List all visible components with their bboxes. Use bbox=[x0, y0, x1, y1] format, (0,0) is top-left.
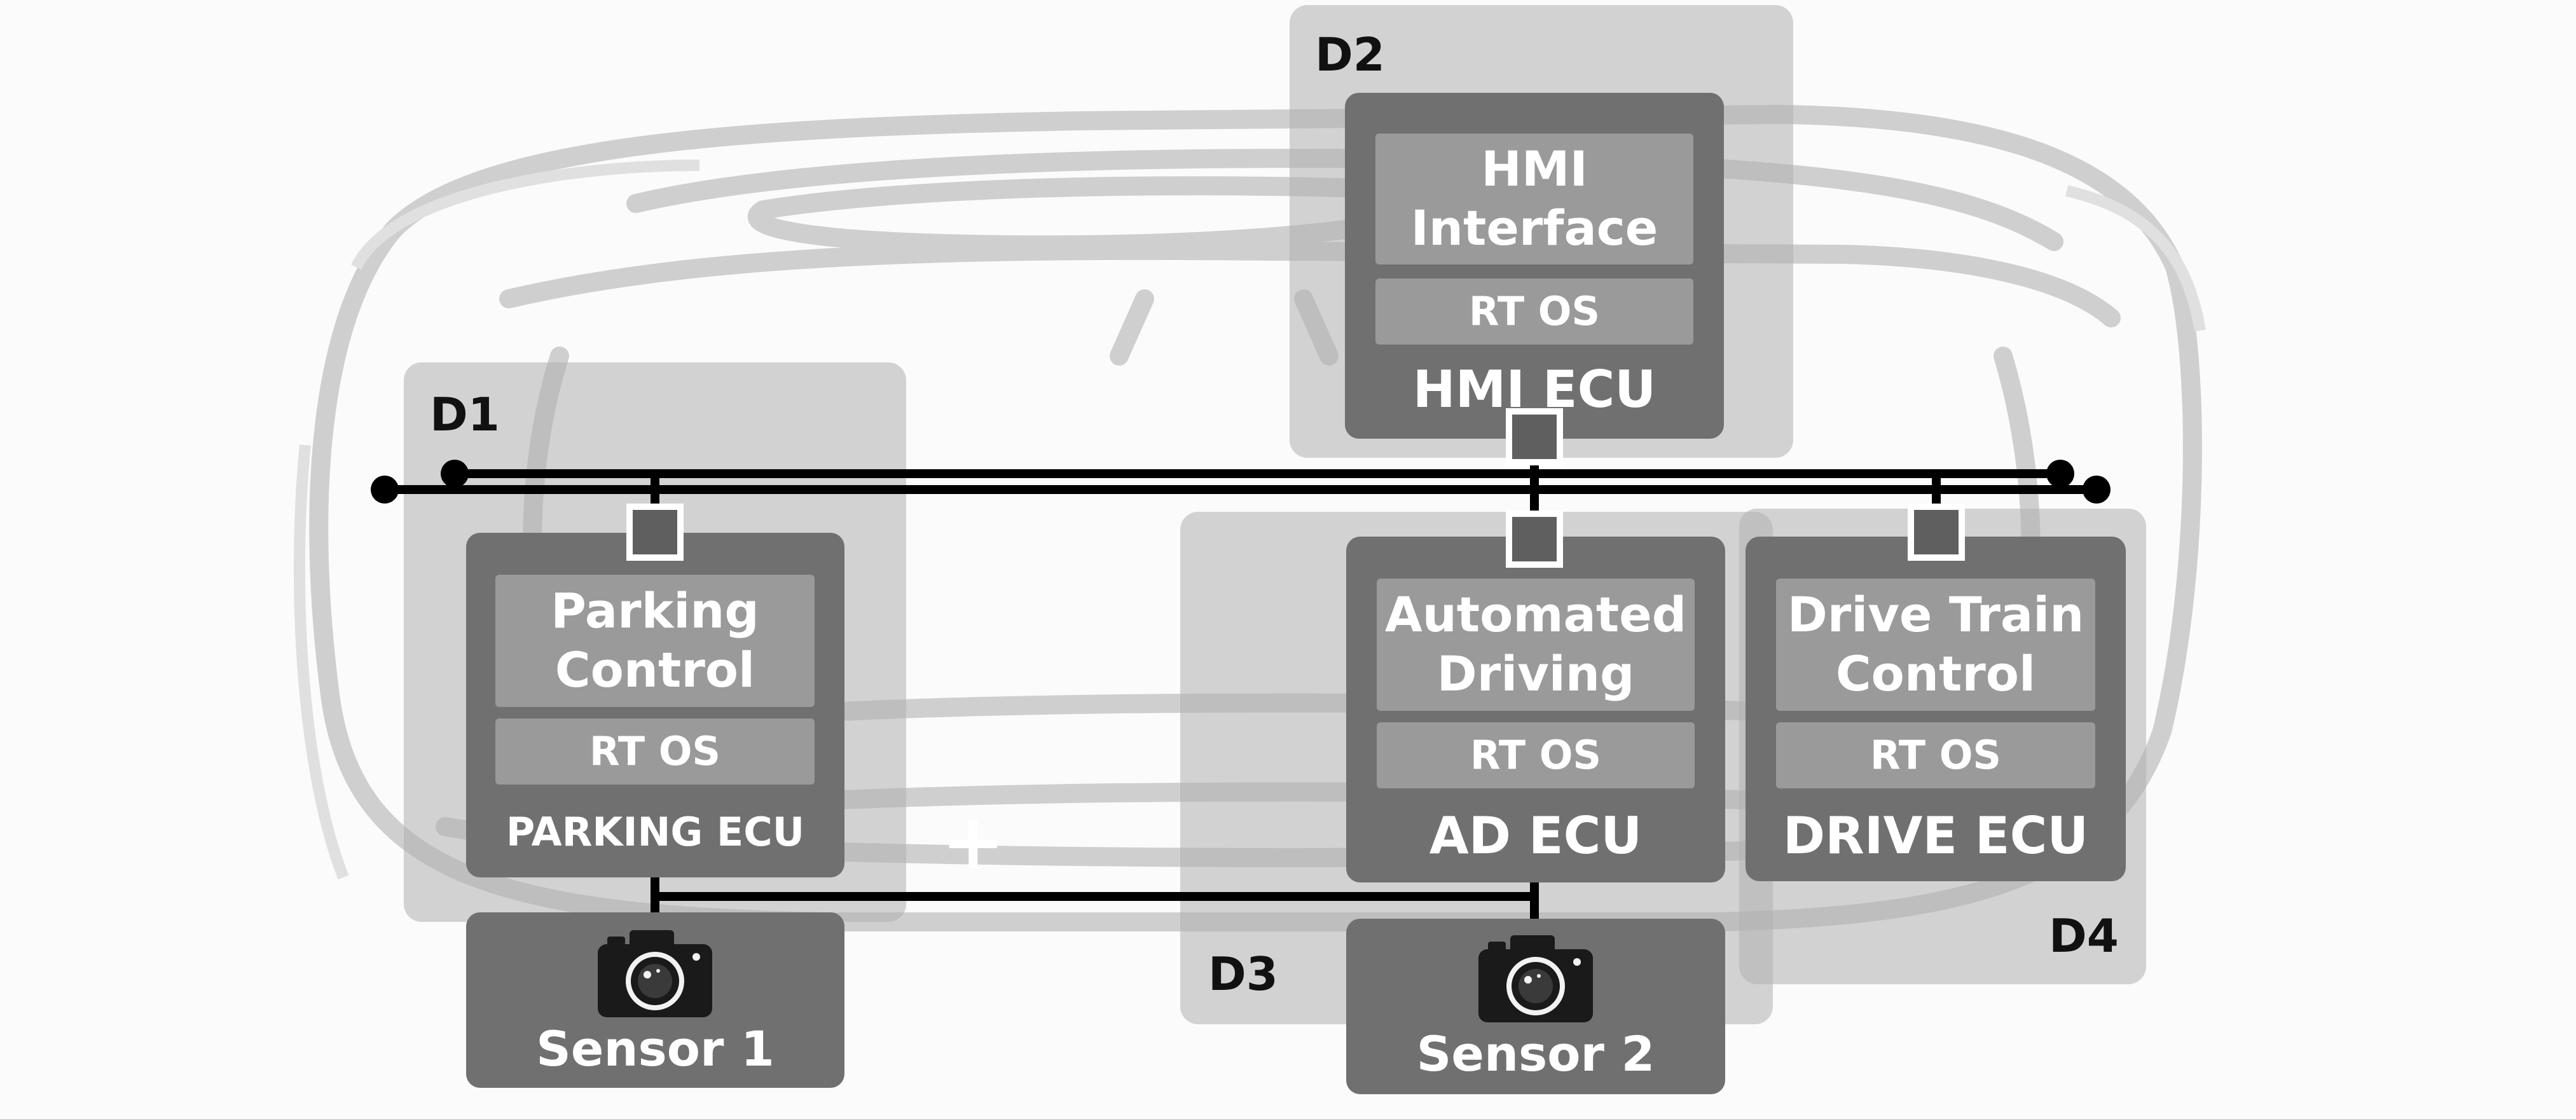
hmi-rt-os: RT OS bbox=[1375, 278, 1693, 345]
hmi-ecu: HMI Interface RT OS HMI ECU bbox=[1345, 93, 1724, 439]
domain-label-d4: D4 bbox=[2049, 909, 2119, 963]
sensor-2-label: Sensor 2 bbox=[1416, 1026, 1655, 1082]
automated-driving-app: Automated Driving bbox=[1377, 579, 1695, 711]
ad-rt-os: RT OS bbox=[1377, 722, 1695, 788]
sensor-1-label: Sensor 1 bbox=[536, 1020, 775, 1077]
drive-rt-os: RT OS bbox=[1776, 722, 2095, 788]
plus-marker: + bbox=[941, 798, 1005, 886]
parking-rt-os: RT OS bbox=[495, 718, 815, 785]
ad-ecu-title: AD ECU bbox=[1429, 806, 1643, 865]
hmi-interface-app: HMI Interface bbox=[1375, 134, 1693, 264]
drive-ecu: Drive Train Control RT OS DRIVE ECU bbox=[1746, 537, 2126, 881]
drive-ecu-port bbox=[1908, 504, 1965, 561]
sensor-1: Sensor 1 bbox=[466, 912, 844, 1088]
parking-ecu-port bbox=[626, 504, 684, 561]
parking-ecu-title: PARKING ECU bbox=[506, 809, 805, 855]
camera-icon bbox=[598, 930, 712, 1017]
ad-ecu: Automated Driving RT OS AD ECU bbox=[1346, 537, 1725, 882]
bus-terminator-right-upper bbox=[2046, 460, 2074, 488]
domain-label-d1: D1 bbox=[430, 388, 500, 441]
parking-control-app: Parking Control bbox=[495, 575, 815, 707]
ad-ecu-port bbox=[1506, 511, 1563, 568]
bus-terminator-right-lower bbox=[2083, 476, 2111, 504]
domain-label-d3: D3 bbox=[1208, 947, 1278, 1001]
parking-ecu: Parking Control RT OS PARKING ECU bbox=[466, 533, 844, 877]
bus-terminator-left-upper bbox=[441, 460, 469, 488]
camera-icon bbox=[1478, 935, 1593, 1022]
domain-label-d2: D2 bbox=[1315, 28, 1385, 81]
sensor-2: Sensor 2 bbox=[1346, 919, 1725, 1094]
hmi-ecu-port bbox=[1506, 408, 1563, 465]
drive-train-control-app: Drive Train Control bbox=[1776, 579, 2095, 711]
bus-terminator-left-lower bbox=[371, 476, 399, 504]
drive-ecu-title: DRIVE ECU bbox=[1782, 806, 2089, 865]
